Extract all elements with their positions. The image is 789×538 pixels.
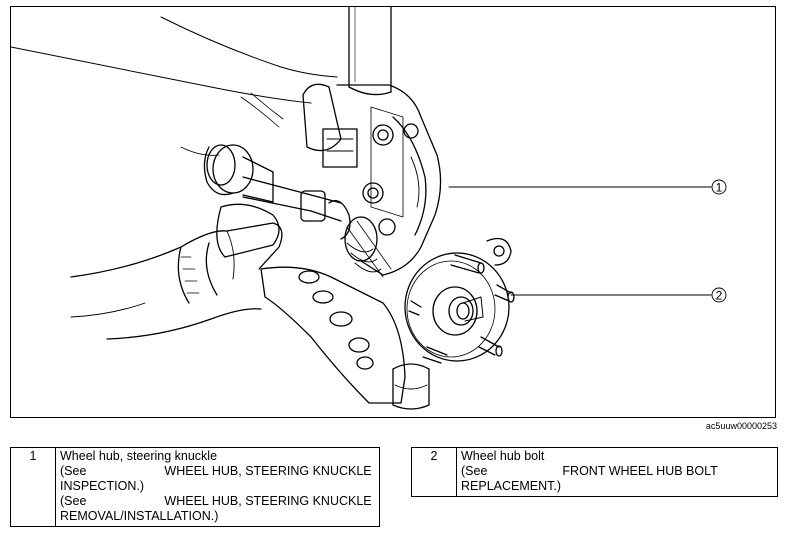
wheel-hub <box>404 252 510 362</box>
callout-1: 1 <box>711 179 727 195</box>
suspension-diagram: 1 2 <box>11 7 727 410</box>
see-label: (See <box>60 464 87 478</box>
strut-tube <box>348 7 392 96</box>
reference-link[interactable]: WHEEL HUB, STEERING KNUCKLE <box>164 464 372 478</box>
legend-number: 2 <box>411 447 457 497</box>
reference-link[interactable]: WHEEL HUB, STEERING KNUCKLE <box>164 494 372 508</box>
callout-2: 2 <box>711 287 727 303</box>
subframe <box>70 203 283 340</box>
steering-knuckle <box>302 83 512 276</box>
legend-row: 2 Wheel hub bolt (See FRONT WHEEL HUB BOL… <box>411 447 778 497</box>
see-label: (See <box>60 494 87 508</box>
reference-link-continued[interactable]: REPLACEMENT.) <box>461 479 562 493</box>
drive-shaft <box>203 144 392 278</box>
callout-1-label: 1 <box>716 181 723 195</box>
legend-ref-line: (See WHEEL HUB, STEERING KNUCKLE <box>60 494 375 509</box>
body-outline <box>11 16 338 156</box>
legend-title: Wheel hub, steering knuckle <box>60 449 218 463</box>
callout-2-label: 2 <box>716 289 723 303</box>
see-label: (See <box>461 464 488 478</box>
legend-ref-line: (See WHEEL HUB, STEERING KNUCKLE <box>60 464 375 479</box>
figure-code: ac5uuw00000253 <box>705 421 777 431</box>
wheel-hub-bolts <box>408 254 515 364</box>
figure-frame: 1 2 <box>10 6 776 418</box>
legend-ref-line: (See FRONT WHEEL HUB BOLT <box>461 464 773 479</box>
legend-number: 1 <box>10 447 56 527</box>
reference-link-continued[interactable]: INSPECTION.) <box>60 479 145 493</box>
legend-title: Wheel hub bolt <box>461 449 545 463</box>
reference-link[interactable]: FRONT WHEEL HUB BOLT <box>562 464 718 478</box>
reference-link-continued[interactable]: REMOVAL/INSTALLATION.) <box>60 509 219 523</box>
leader-lines <box>448 186 712 296</box>
legend-table-2: 2 Wheel hub bolt (See FRONT WHEEL HUB BOL… <box>411 447 778 497</box>
lower-arm <box>260 266 430 410</box>
